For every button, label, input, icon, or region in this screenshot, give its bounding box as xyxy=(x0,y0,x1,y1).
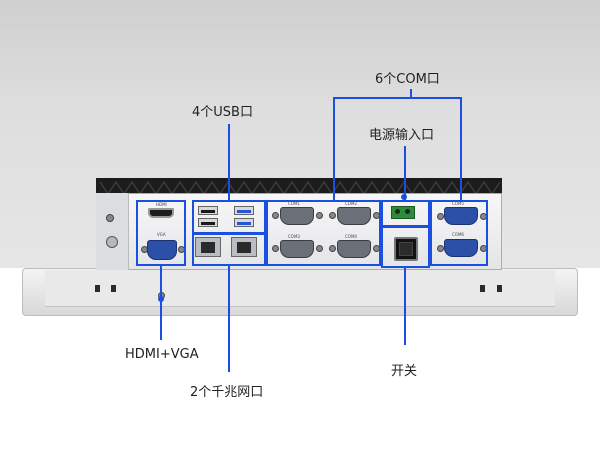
switch-callout-label: 开关 xyxy=(391,364,418,379)
com-screw xyxy=(437,213,444,220)
ethernet-port xyxy=(195,237,221,257)
antenna-connector xyxy=(106,236,118,248)
usb-port xyxy=(198,218,218,227)
power-input-callout-line xyxy=(404,146,406,200)
power-switch xyxy=(394,237,418,261)
switch-highlight-box xyxy=(381,226,430,268)
usb3-port xyxy=(234,206,254,215)
usb-highlight-box xyxy=(192,200,266,234)
vga-port xyxy=(147,240,177,260)
power-terminal-screw xyxy=(405,209,410,214)
switch-callout-line xyxy=(404,268,406,345)
com-callout-label: 6个COM口 xyxy=(375,72,440,87)
com-callout-bracket xyxy=(333,97,462,99)
com-callout-left xyxy=(333,97,335,200)
lan-callout-line xyxy=(228,266,230,372)
hdmi-vga-callout-label: HDMI+VGA xyxy=(125,347,199,362)
com-port-label: COM5 xyxy=(452,201,464,206)
mount-slot xyxy=(497,285,502,292)
power-input-highlight-box xyxy=(381,200,430,227)
com-screw xyxy=(329,245,336,252)
vga-port-label: VGA xyxy=(157,232,166,237)
hdmi-vga-callout-line xyxy=(160,266,162,340)
com-gray-highlight-box xyxy=(266,200,381,266)
chassis-side-strip xyxy=(96,193,129,270)
com-screw xyxy=(437,245,444,252)
ethernet-port xyxy=(231,237,257,257)
com-port-label: COM2 xyxy=(345,201,357,206)
com-screw xyxy=(329,212,336,219)
hdmi-port-label: HDMI xyxy=(156,202,167,207)
com-screw xyxy=(272,245,279,252)
usb3-port xyxy=(234,218,254,227)
hdmi-port xyxy=(148,208,174,218)
com4-port xyxy=(337,240,371,258)
com-port-label: COM4 xyxy=(345,234,357,239)
lan-highlight-box xyxy=(192,233,266,266)
com-blue-highlight-box xyxy=(430,200,488,266)
power-terminal-screw xyxy=(395,209,400,214)
mount-slot xyxy=(95,285,100,292)
com-screw xyxy=(272,212,279,219)
com-screw xyxy=(316,212,323,219)
com3-port xyxy=(280,240,314,258)
power-switch-rocker xyxy=(399,242,413,256)
usb-port xyxy=(198,206,218,215)
com2-port xyxy=(337,207,371,225)
ground-screw xyxy=(106,214,114,222)
com-callout-stem xyxy=(410,89,412,98)
com-screw xyxy=(316,245,323,252)
com-port-label: COM1 xyxy=(288,201,300,206)
com5-port xyxy=(444,207,478,225)
com-port-label: COM3 xyxy=(288,234,300,239)
com-port-label: COM6 xyxy=(452,232,464,237)
com6-port xyxy=(444,239,478,257)
front-panel-rim xyxy=(45,270,555,307)
lan-callout-label: 2个千兆网口 xyxy=(190,385,264,400)
mount-slot xyxy=(111,285,116,292)
hdmi-vga-highlight-box xyxy=(136,200,186,266)
mount-slot xyxy=(480,285,485,292)
com-callout-right xyxy=(460,97,462,200)
power-input-callout-label: 电源输入口 xyxy=(369,128,435,143)
power-input-callout-dot xyxy=(401,194,407,200)
usb-callout-line xyxy=(228,124,230,200)
usb-callout-label: 4个USB口 xyxy=(192,105,253,120)
com1-port xyxy=(280,207,314,225)
